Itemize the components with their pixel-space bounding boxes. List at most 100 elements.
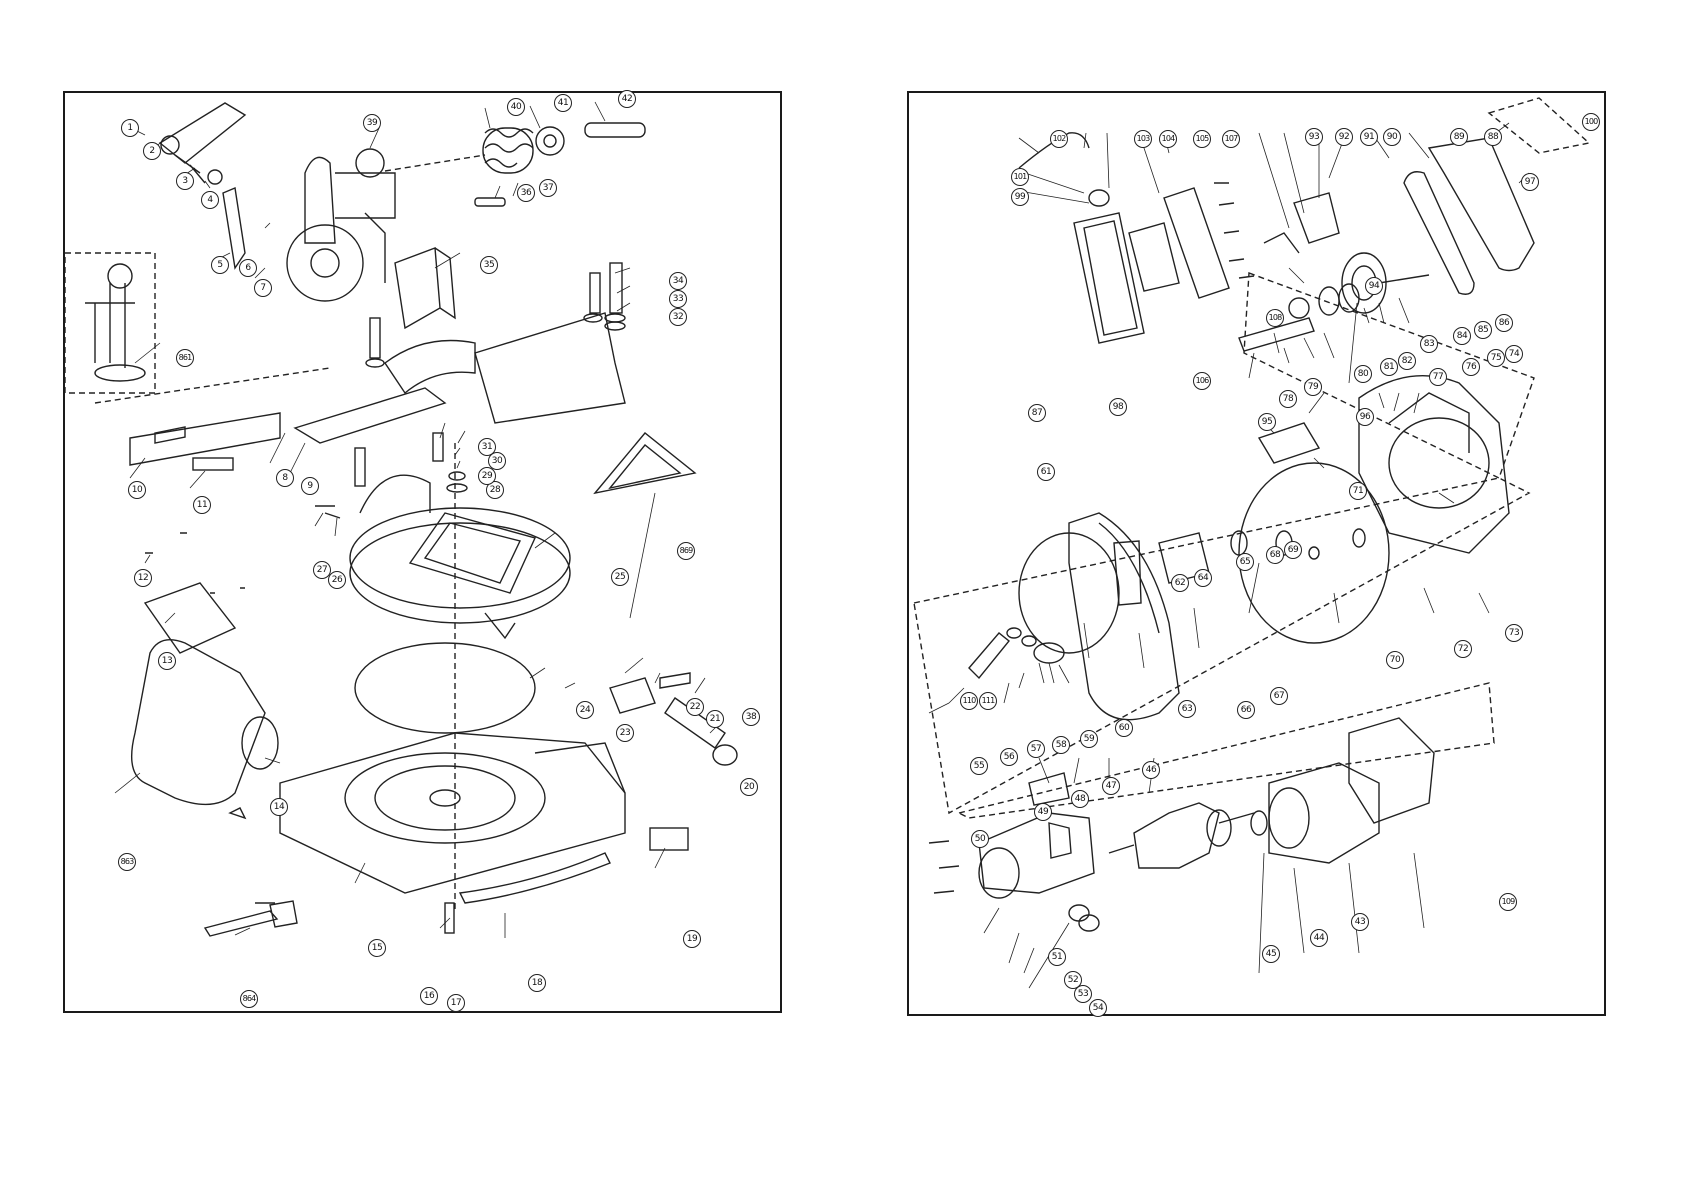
callout-36: 36 — [517, 184, 535, 202]
callout-23: 23 — [616, 724, 634, 742]
callout-28: 28 — [486, 481, 504, 499]
callout-53: 53 — [1074, 985, 1092, 1003]
callout-26: 26 — [328, 571, 346, 589]
callout-80: 80 — [1354, 365, 1372, 383]
callout-100: 100 — [1582, 113, 1600, 131]
callout-69: 69 — [1284, 541, 1302, 559]
callout-105: 105 — [1193, 130, 1211, 148]
callout-19: 19 — [683, 930, 701, 948]
callout-7: 7 — [254, 279, 272, 297]
callout-3: 3 — [176, 172, 194, 190]
callout-4: 4 — [201, 191, 219, 209]
callout-55: 55 — [970, 757, 988, 775]
callout-18: 18 — [528, 974, 546, 992]
callout-13: 13 — [158, 652, 176, 670]
callout-50: 50 — [971, 830, 989, 848]
callout-98: 98 — [1109, 398, 1127, 416]
callout-99: 99 — [1011, 188, 1029, 206]
callout-111: 111 — [979, 692, 997, 710]
callout-70: 70 — [1386, 651, 1404, 669]
callout-40: 40 — [507, 98, 525, 116]
callout-38: 38 — [742, 708, 760, 726]
callout-88: 88 — [1484, 128, 1502, 146]
callout-864: 864 — [240, 990, 258, 1008]
callout-94: 94 — [1365, 277, 1383, 295]
callout-64: 64 — [1194, 569, 1212, 587]
callout-49: 49 — [1034, 803, 1052, 821]
callout-33: 33 — [669, 290, 687, 308]
callout-76: 76 — [1462, 358, 1480, 376]
callout-65: 65 — [1236, 553, 1254, 571]
callout-39: 39 — [363, 114, 381, 132]
callout-72: 72 — [1454, 640, 1472, 658]
callout-8: 8 — [276, 469, 294, 487]
callout-9: 9 — [301, 477, 319, 495]
callout-92: 92 — [1335, 128, 1353, 146]
callout-59: 59 — [1080, 730, 1098, 748]
callout-91: 91 — [1360, 128, 1378, 146]
callout-77: 77 — [1429, 368, 1447, 386]
callout-46: 46 — [1142, 761, 1160, 779]
callout-41: 41 — [554, 94, 572, 112]
callout-17: 17 — [447, 994, 465, 1012]
callout-60: 60 — [1115, 719, 1133, 737]
callout-84: 84 — [1453, 327, 1471, 345]
callout-15: 15 — [368, 939, 386, 957]
callout-25: 25 — [611, 568, 629, 586]
callout-5: 5 — [211, 256, 229, 274]
callout-29: 29 — [478, 467, 496, 485]
callout-42: 42 — [618, 90, 636, 108]
callout-68: 68 — [1266, 546, 1284, 564]
callout-67: 67 — [1270, 687, 1288, 705]
callout-869: 869 — [677, 542, 695, 560]
callout-73: 73 — [1505, 624, 1523, 642]
callout-47: 47 — [1102, 777, 1120, 795]
callout-43: 43 — [1351, 913, 1369, 931]
callout-6: 6 — [239, 259, 257, 277]
callout-1: 1 — [121, 119, 139, 137]
callout-85: 85 — [1474, 321, 1492, 339]
callout-109: 109 — [1499, 893, 1517, 911]
callout-44: 44 — [1310, 929, 1328, 947]
callout-95: 95 — [1258, 413, 1276, 431]
callout-31: 31 — [478, 438, 496, 456]
callout-24: 24 — [576, 701, 594, 719]
callout-89: 89 — [1450, 128, 1468, 146]
callout-103: 103 — [1134, 130, 1152, 148]
callout-87: 87 — [1028, 404, 1046, 422]
callout-102: 102 — [1050, 130, 1068, 148]
callout-45: 45 — [1262, 945, 1280, 963]
callout-71: 71 — [1349, 482, 1367, 500]
callout-79: 79 — [1304, 378, 1322, 396]
callout-11: 11 — [193, 496, 211, 514]
callout-62: 62 — [1171, 574, 1189, 592]
callout-863: 863 — [118, 853, 136, 871]
callout-81: 81 — [1380, 358, 1398, 376]
callout-96: 96 — [1356, 408, 1374, 426]
callout-106: 106 — [1193, 372, 1211, 390]
callout-93: 93 — [1305, 128, 1323, 146]
saw-head-and-motor-drawing — [913, 97, 1591, 989]
callout-14: 14 — [270, 798, 288, 816]
callout-104: 104 — [1159, 130, 1177, 148]
callout-12: 12 — [134, 569, 152, 587]
callout-30: 30 — [488, 452, 506, 470]
callout-110: 110 — [960, 692, 978, 710]
callout-57: 57 — [1027, 740, 1045, 758]
exploded-view-left-panel: 1 2 3 4 5 6 7 8 9 10 11 12 13 14 15 16 1… — [63, 90, 782, 1013]
callout-32: 32 — [669, 308, 687, 326]
callout-56: 56 — [1000, 748, 1018, 766]
exploded-view-right-panel: 43 44 45 46 47 48 49 50 51 52 53 54 55 5… — [907, 91, 1606, 1017]
callout-2: 2 — [143, 142, 161, 160]
callout-16: 16 — [420, 987, 438, 1005]
callout-22: 22 — [686, 698, 704, 716]
callout-74: 74 — [1505, 345, 1523, 363]
callout-66: 66 — [1237, 701, 1255, 719]
callout-61: 61 — [1037, 463, 1055, 481]
callout-21: 21 — [706, 710, 724, 728]
callout-108: 108 — [1266, 309, 1284, 327]
callout-37: 37 — [539, 179, 557, 197]
callout-51: 51 — [1048, 948, 1066, 966]
callout-58: 58 — [1052, 736, 1070, 754]
callout-48: 48 — [1071, 790, 1089, 808]
